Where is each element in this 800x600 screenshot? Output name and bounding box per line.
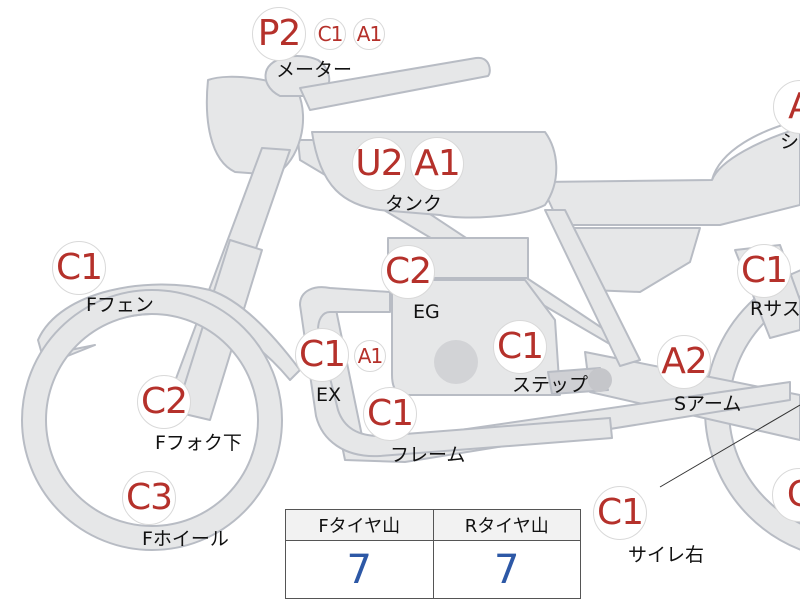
swing-arm-a2-badge: A2	[657, 335, 711, 389]
exhaust-part	[299, 286, 613, 458]
front-fork-c2-badge: C2	[137, 375, 191, 429]
silencer-c1-badge: C1	[593, 486, 647, 540]
step-label: ステップ	[512, 374, 589, 396]
meter-label: メーター	[276, 59, 353, 81]
exhaust-a1-badge: A1	[354, 340, 386, 372]
front-fender-c1-badge: C1	[52, 241, 106, 295]
front-tire-value: 7	[285, 540, 434, 599]
meter-p2-badge: P2	[252, 7, 306, 61]
engine-c2-badge: C2	[381, 245, 435, 299]
tank-a1-badge: A1	[410, 137, 464, 191]
exhaust-label: EX	[316, 384, 342, 406]
tire-tread-table: Fタイヤ山 Rタイヤ山 7 7	[285, 508, 581, 599]
engine-label: EG	[413, 301, 440, 323]
tank-label: タンク	[385, 193, 443, 215]
tank-u2-badge: U2	[352, 137, 406, 191]
handlebar-part	[299, 56, 491, 111]
seat-part	[539, 127, 800, 226]
rear-tire-header: Rタイヤ山	[432, 508, 581, 542]
swing-arm-label: Sアーム	[674, 393, 742, 415]
seat-label: シ	[780, 131, 800, 153]
meter-c1-badge: C1	[314, 18, 346, 50]
front-fork-label: Fフォク下	[155, 432, 242, 454]
front-fender-label: Fフェン	[86, 294, 154, 316]
silencer-label: サイレ右	[628, 544, 705, 566]
rear-suspension-label: Rサス	[750, 298, 800, 320]
rear-tire-value: 7	[432, 540, 581, 599]
front-wheel-c3-badge: C3	[122, 471, 176, 525]
silencer-leader-line	[659, 404, 800, 488]
rear-suspension-c1-badge: C1	[737, 244, 791, 298]
engine-cover-part	[434, 340, 478, 384]
exhaust-c1-badge: C1	[295, 328, 349, 382]
frame-label: フレーム	[390, 444, 466, 466]
front-tire-header: Fタイヤ山	[285, 508, 434, 542]
meter-a1-badge: A1	[353, 18, 385, 50]
frame-c1-badge: C1	[363, 387, 417, 441]
front-wheel-label: Fホイール	[142, 528, 229, 550]
step-c1-badge: C1	[493, 320, 547, 374]
